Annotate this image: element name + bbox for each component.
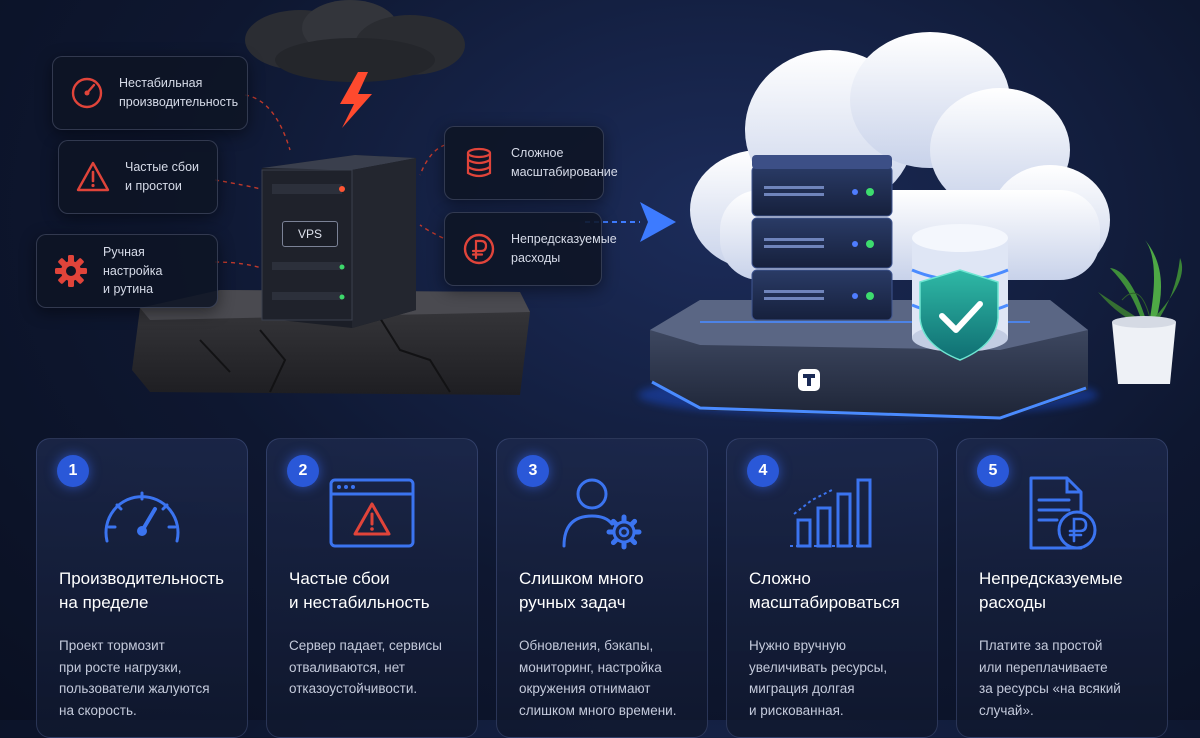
badge-scaling-text: Сложное масштабирование: [511, 146, 618, 179]
card-description: Платите за простой или переплачиваете за…: [979, 638, 1121, 718]
ruble-coin-icon: [459, 229, 499, 269]
speedometer-icon: [67, 73, 107, 113]
card-2: 2 Частые сбои и нестабильность Сервер па…: [266, 438, 478, 738]
potted-plant: [1098, 240, 1183, 384]
card-5: 5 Непредсказуемые расходы Платите за про…: [956, 438, 1168, 738]
card-description: Нужно вручную увеличивать ресурсы, мигра…: [749, 638, 888, 718]
badge-manual-text: Ручная настройка и рутина: [103, 244, 163, 297]
card-title: Частые сбои и нестабильность: [289, 569, 430, 612]
card-title: Сложно масштабироваться: [749, 569, 900, 612]
shield-check-icon: [919, 269, 999, 361]
badge-failures: Частые сбои и простои: [58, 140, 218, 214]
hero-illustration: VPS Нестабильная производительность Част…: [36, 0, 1183, 420]
card-title: Производительность на пределе: [59, 569, 225, 612]
card-title: Слишком много ручных задач: [519, 569, 644, 612]
storm-cloud: [245, 0, 465, 82]
database-stack-icon: [459, 143, 499, 183]
badge-performance-text: Нестабильная производительность: [119, 76, 239, 109]
card-number: 1: [57, 455, 89, 487]
badge-failures-text: Частые сбои и простои: [125, 160, 200, 193]
badge-costs-text: Непредсказуемые расходы: [511, 232, 617, 265]
badge-manual: Ручная настройка и рутина: [36, 234, 218, 308]
card-number: 2: [287, 455, 319, 487]
badge-scaling: Сложное масштабирование: [444, 126, 618, 200]
card-number: 3: [517, 455, 549, 487]
warning-triangle-icon: [73, 157, 113, 197]
card-number: 5: [977, 455, 1009, 487]
card-description: Проект тормозит при росте нагрузки, поль…: [59, 638, 210, 718]
brand-logo-icon: [798, 369, 820, 391]
vps-label: VPS: [282, 221, 338, 247]
user-gear-icon: [497, 467, 707, 561]
speedometer-icon: [37, 467, 247, 561]
lightning-icon: [340, 72, 372, 128]
gear-icon: [51, 251, 91, 291]
cloud-servers: [751, 155, 893, 321]
scene-artwork: [132, 0, 1183, 420]
card-3: 3 Слишком много ручных задач Обновления,…: [496, 438, 708, 738]
card-1: 1 Производительность на пределе Проект т…: [36, 438, 248, 738]
problem-cards: 1 Производительность на пределе Проект т…: [36, 438, 1168, 738]
card-number: 4: [747, 455, 779, 487]
browser-warning-icon: [267, 467, 477, 561]
bar-chart-icon: [727, 467, 937, 561]
badge-performance: Нестабильная производительность: [52, 56, 248, 130]
card-4: 4 Сложно масштабироваться Нужно вручную …: [726, 438, 938, 738]
document-ruble-icon: [957, 467, 1167, 561]
card-description: Обновления, бэкапы, мониторинг, настройк…: [519, 638, 677, 718]
badge-costs: Непредсказуемые расходы: [444, 212, 617, 286]
card-title: Непредсказуемые расходы: [979, 569, 1123, 612]
card-description: Сервер падает, сервисы отваливаются, нет…: [289, 638, 442, 697]
